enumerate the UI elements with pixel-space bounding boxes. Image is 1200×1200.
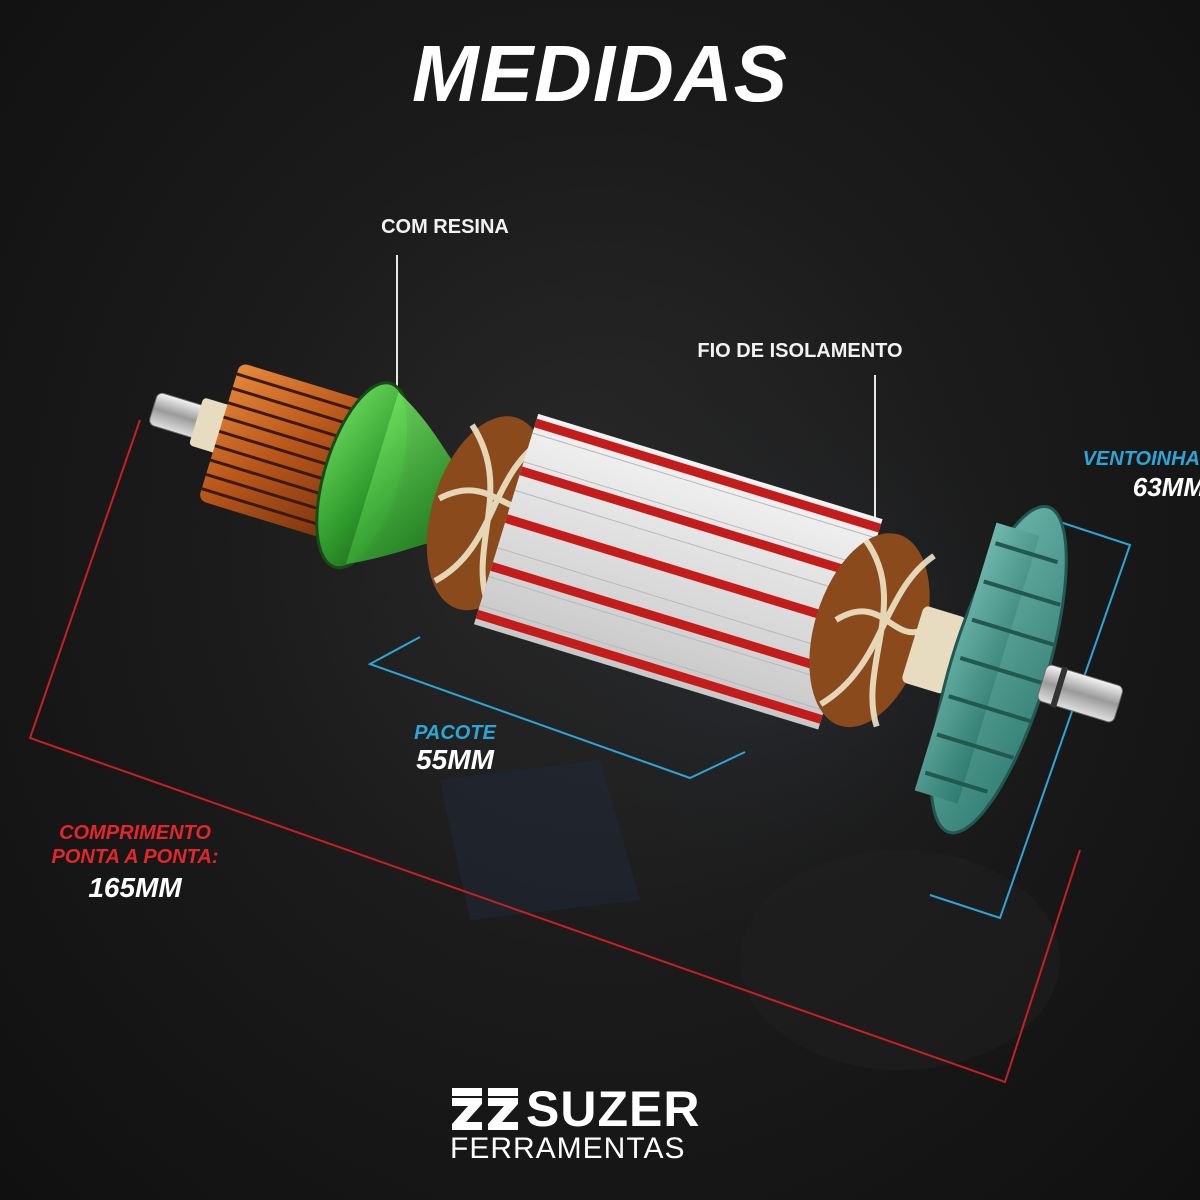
pack-measure-line <box>367 636 746 780</box>
resina-label: COM RESINA <box>381 216 509 238</box>
pacote-value: 55MM <box>416 744 494 775</box>
length-measure-line <box>28 419 1081 1084</box>
ventoinha-value: 63MM <box>1132 472 1200 502</box>
brand-subtitle: FERRAMENTAS <box>450 1132 686 1165</box>
comprimento-label-line1: COMPRIMENTO <box>59 822 211 844</box>
fan-measure-line <box>929 521 1132 920</box>
comprimento-value: 165MM <box>88 872 182 903</box>
fio-isolamento-label: FIO DE ISOLAMENTO <box>697 340 903 362</box>
comprimento-label-line2: PONTA A PONTA: <box>51 846 219 868</box>
pacote-label: PACOTE <box>414 722 496 744</box>
suzer-logo-icon <box>452 1088 518 1130</box>
page-title: MEDIDAS <box>412 29 788 118</box>
ventoinha-label: VENTOINHA <box>1082 448 1200 470</box>
brand-name: SUZER <box>526 1081 701 1137</box>
